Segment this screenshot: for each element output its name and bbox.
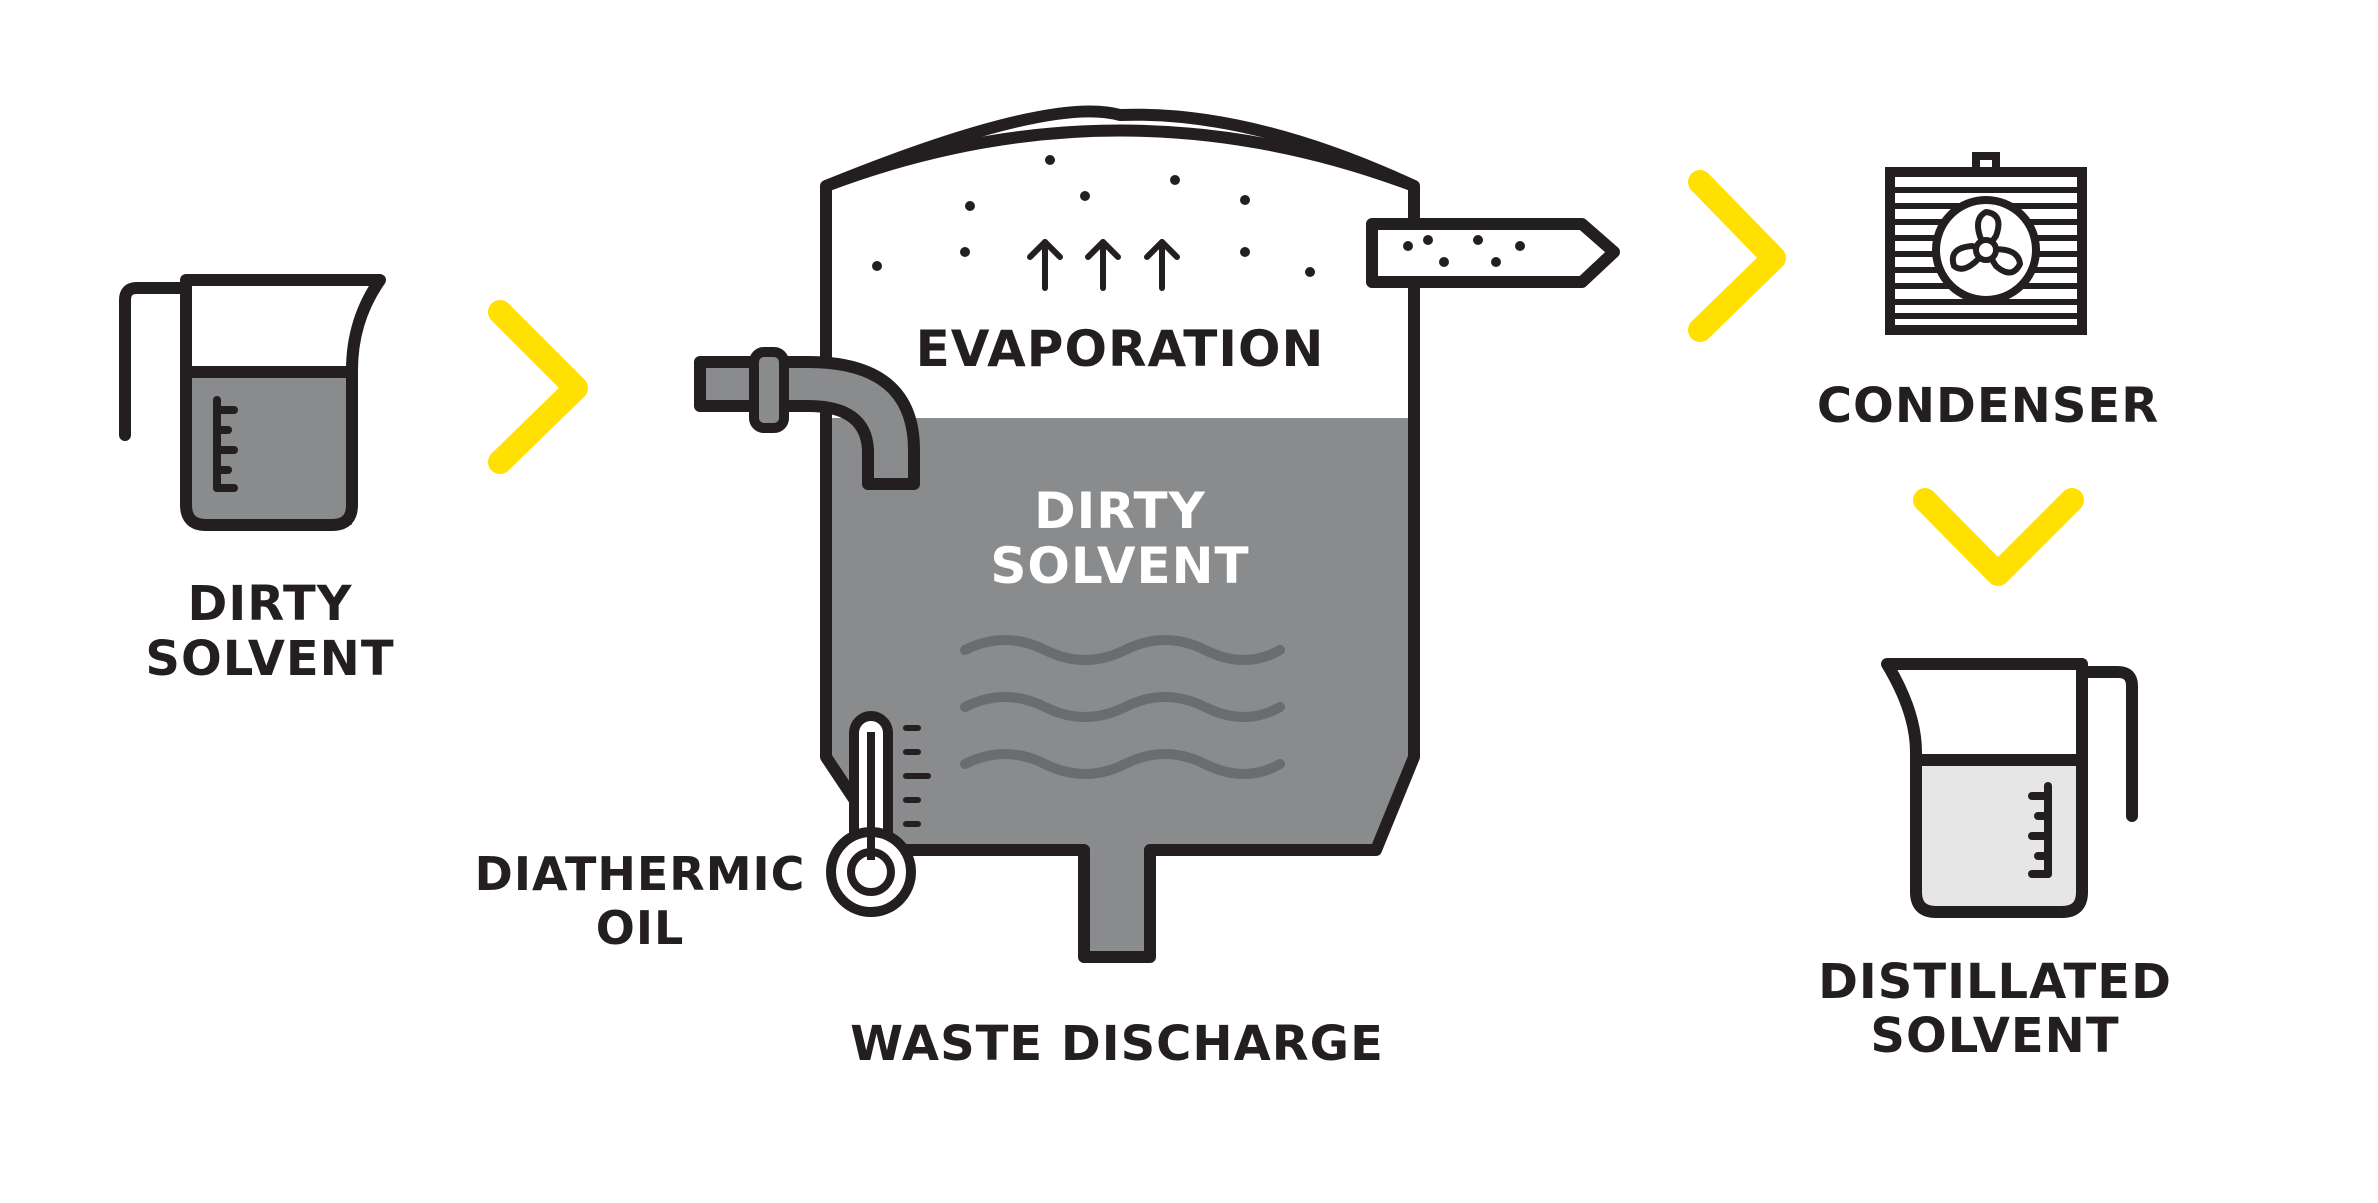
output-label-line1: DISTILLATED: [1818, 954, 2172, 1010]
evaporation-arrows-icon: [1027, 239, 1180, 291]
oil-label-line1: DIATHERMIC: [475, 847, 806, 901]
vapour-outlet-pipe-icon: [1366, 218, 1620, 288]
chevron-icon: [488, 300, 588, 474]
input-label-line2: SOLVENT: [145, 631, 394, 687]
input-jug-scale: [213, 396, 238, 492]
tank-label-line1: DIRTY: [1034, 482, 1206, 540]
condenser-label: CONDENSER: [1817, 378, 2159, 434]
output-jug-scale: [2028, 782, 2052, 878]
distillation-tank-icon: [820, 105, 1420, 963]
output-jug-icon: [1881, 658, 2138, 918]
chevron-icon: [1913, 488, 2084, 586]
inlet-pipe-icon: [694, 347, 920, 490]
oil-label-line2: OIL: [596, 901, 685, 955]
evaporation-label: EVAPORATION: [916, 320, 1325, 378]
radiator-fan-icon: [1885, 152, 2087, 335]
thermometer-icon: [826, 711, 931, 917]
waste-label: WASTE DISCHARGE: [850, 1016, 1384, 1072]
input-jug-icon: [119, 274, 386, 531]
input-label-line1: DIRTY: [187, 576, 352, 632]
tank-liquid: [826, 418, 1414, 957]
vapour-particles: [872, 155, 1315, 277]
tank-label-line2: SOLVENT: [990, 537, 1249, 595]
chevron-icon: [1688, 170, 1786, 342]
solvent-waves: [960, 635, 1285, 779]
output-label-line2: SOLVENT: [1870, 1008, 2119, 1064]
